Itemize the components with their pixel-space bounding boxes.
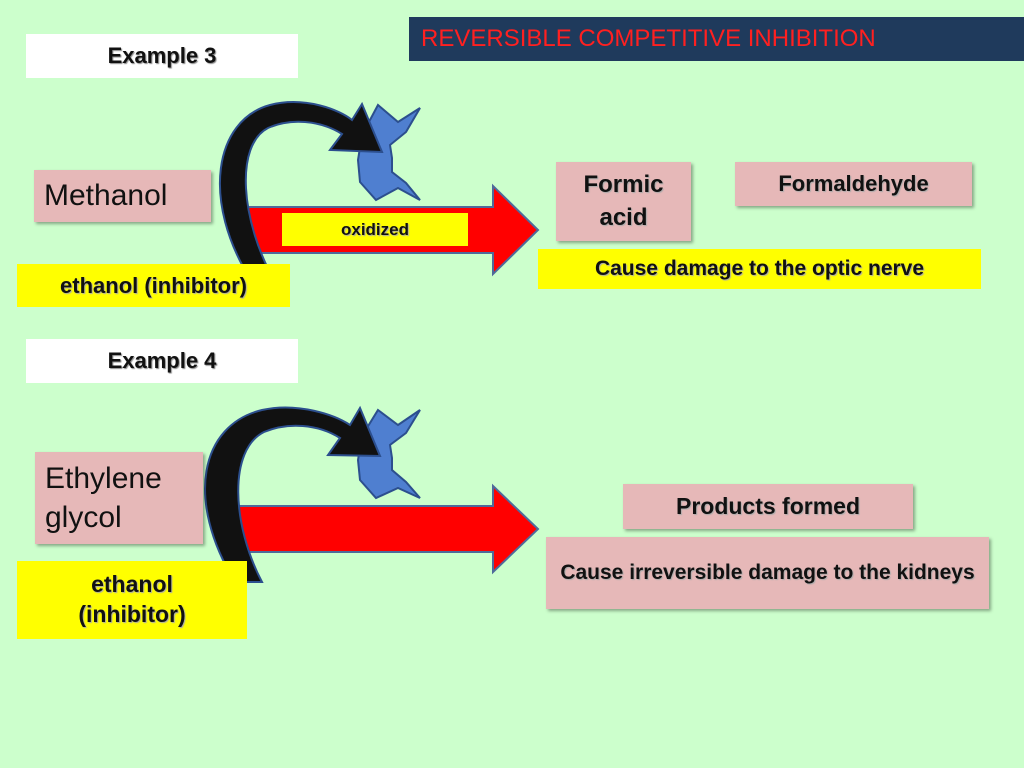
slide-title: REVERSIBLE COMPETITIVE INHIBITION (409, 17, 1024, 61)
methanol-box: Methanol (34, 170, 211, 222)
example-4-label: Example 4 (26, 339, 298, 383)
example-3-label: Example 3 (26, 34, 298, 78)
oxidized-label: oxidized (282, 213, 468, 246)
reaction-arrow-4 (236, 483, 540, 575)
ethanol-inhibitor-4: ethanol (inhibitor) (17, 561, 247, 639)
formic-acid-box: Formic acid (556, 162, 691, 241)
enzyme-icon-3 (356, 103, 421, 202)
inhibitor-arrow-3 (218, 101, 384, 283)
formaldehyde-box: Formaldehyde (735, 162, 972, 206)
enzyme-icon-4 (356, 408, 421, 500)
inhibitor-arrow-4 (204, 405, 382, 583)
kidney-damage-effect: Cause irreversible damage to the kidneys (546, 537, 989, 609)
optic-nerve-effect: Cause damage to the optic nerve (538, 249, 981, 289)
ethylene-glycol-box: Ethylene glycol (35, 452, 203, 544)
ethanol-inhibitor-3: ethanol (inhibitor) (17, 264, 290, 307)
products-formed-box: Products formed (623, 484, 913, 529)
